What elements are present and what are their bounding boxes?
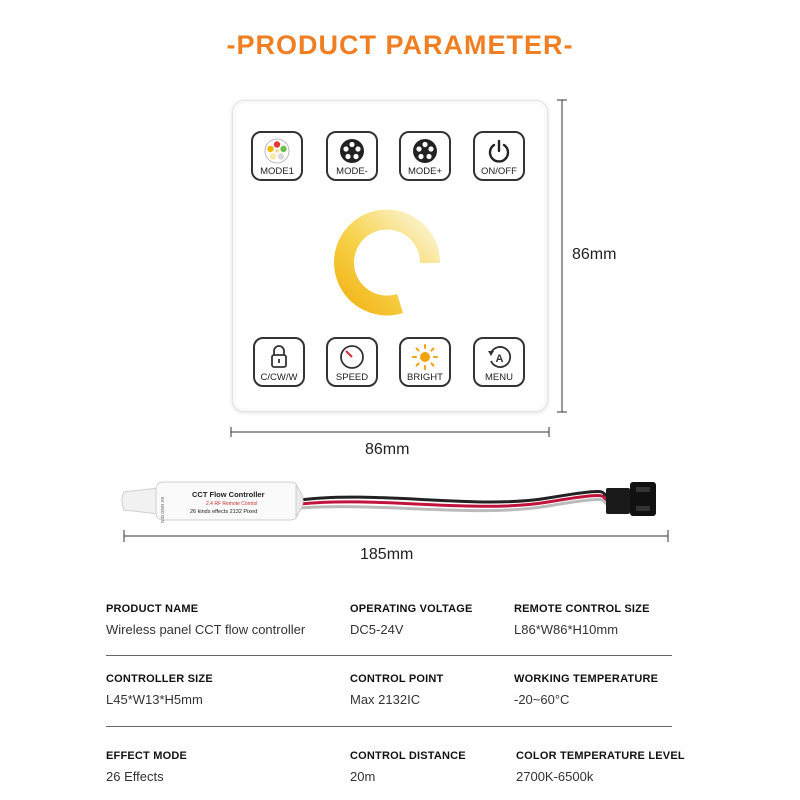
mode1-icon xyxy=(264,138,290,164)
lock-icon xyxy=(271,345,287,368)
table-divider xyxy=(106,726,672,727)
width-label: 86mm xyxy=(365,441,410,458)
table-divider xyxy=(106,655,672,656)
spec-label-controller-size: CONTROLLER SIZE xyxy=(106,673,213,685)
spec-label-control-point: CONTROL POINT xyxy=(350,673,444,685)
spec-value-color-temperature: 2700K-6500k xyxy=(516,769,594,784)
spec-label-control-distance: CONTROL DISTANCE xyxy=(350,750,466,762)
mode1-label: MODE1 xyxy=(260,166,294,177)
power-button[interactable]: ON/OFF xyxy=(473,131,525,181)
cct-mode-button[interactable]: C/CW/W xyxy=(253,337,305,387)
spec-value-control-distance: 20m xyxy=(350,769,376,784)
menu-button[interactable]: A MENU xyxy=(473,337,525,387)
bright-button[interactable]: BRIGHT xyxy=(399,337,451,387)
mode-plus-button[interactable]: MODE+ xyxy=(399,131,451,181)
controller-pin-label: 5V GND DIN xyxy=(160,497,165,523)
spec-value-control-point: Max 2132IC xyxy=(350,692,421,707)
power-label: ON/OFF xyxy=(481,166,517,177)
power-icon xyxy=(488,139,510,163)
spec-value-product-name: Wireless panel CCT flow controller xyxy=(106,622,306,637)
speed-label: SPEED xyxy=(335,372,369,383)
speed-button[interactable]: SPEED xyxy=(326,337,378,387)
page-title: -PRODUCT PARAMETER- xyxy=(226,30,574,60)
spec-value-controller-size: L45*W13*H5mm xyxy=(106,692,203,707)
height-dimension-line xyxy=(557,99,567,413)
controller-label-line3: 26 kinds effects 2132 Pixed xyxy=(190,509,258,515)
menu-label: MENU xyxy=(485,372,513,383)
speed-dial-icon xyxy=(340,345,364,369)
mode-plus-icon xyxy=(413,139,437,163)
spec-value-remote-size: L86*W86*H10mm xyxy=(514,622,619,637)
height-label: 86mm xyxy=(572,246,617,263)
width-dimension-line xyxy=(230,427,550,437)
controller-label-line1: CCT Flow Controller xyxy=(192,490,265,499)
length-label: 185mm xyxy=(360,546,414,563)
spec-label-operating-voltage: OPERATING VOLTAGE xyxy=(350,603,473,615)
sun-icon xyxy=(412,344,438,370)
spec-label-product-name: PRODUCT NAME xyxy=(106,603,199,615)
mode-minus-button[interactable]: MODE- xyxy=(326,131,378,181)
remote-panel: MODE1 MODE- MODE+ ON/OFF xyxy=(232,100,548,412)
spec-label-color-temperature: COLOR TEMPERATURE LEVEL xyxy=(516,750,685,762)
mode1-button[interactable]: MODE1 xyxy=(251,131,303,181)
spec-value-effect-mode: 26 Effects xyxy=(106,769,164,784)
cct-touch-ring[interactable] xyxy=(325,201,449,325)
auto-menu-icon: A xyxy=(488,346,511,368)
mode-minus-icon xyxy=(340,139,364,163)
spec-label-working-temperature: WORKING TEMPERATURE xyxy=(514,673,659,685)
spec-label-remote-size: REMOTE CONTROL SIZE xyxy=(514,603,650,615)
spec-value-working-temperature: -20~60°C xyxy=(514,692,570,707)
spec-label-effect-mode: EFFECT MODE xyxy=(106,750,188,762)
cct-mode-label: C/CW/W xyxy=(260,372,298,383)
bright-label: BRIGHT xyxy=(407,372,443,383)
mode-minus-label: MODE- xyxy=(336,166,368,177)
controller-device xyxy=(121,481,656,521)
controller-label-line2: 2.4 RF Remote Control xyxy=(206,501,258,507)
length-dimension-line xyxy=(123,530,669,542)
spec-value-operating-voltage: DC5-24V xyxy=(350,622,404,637)
mode-plus-label: MODE+ xyxy=(407,166,443,177)
svg-text:A: A xyxy=(496,353,504,365)
